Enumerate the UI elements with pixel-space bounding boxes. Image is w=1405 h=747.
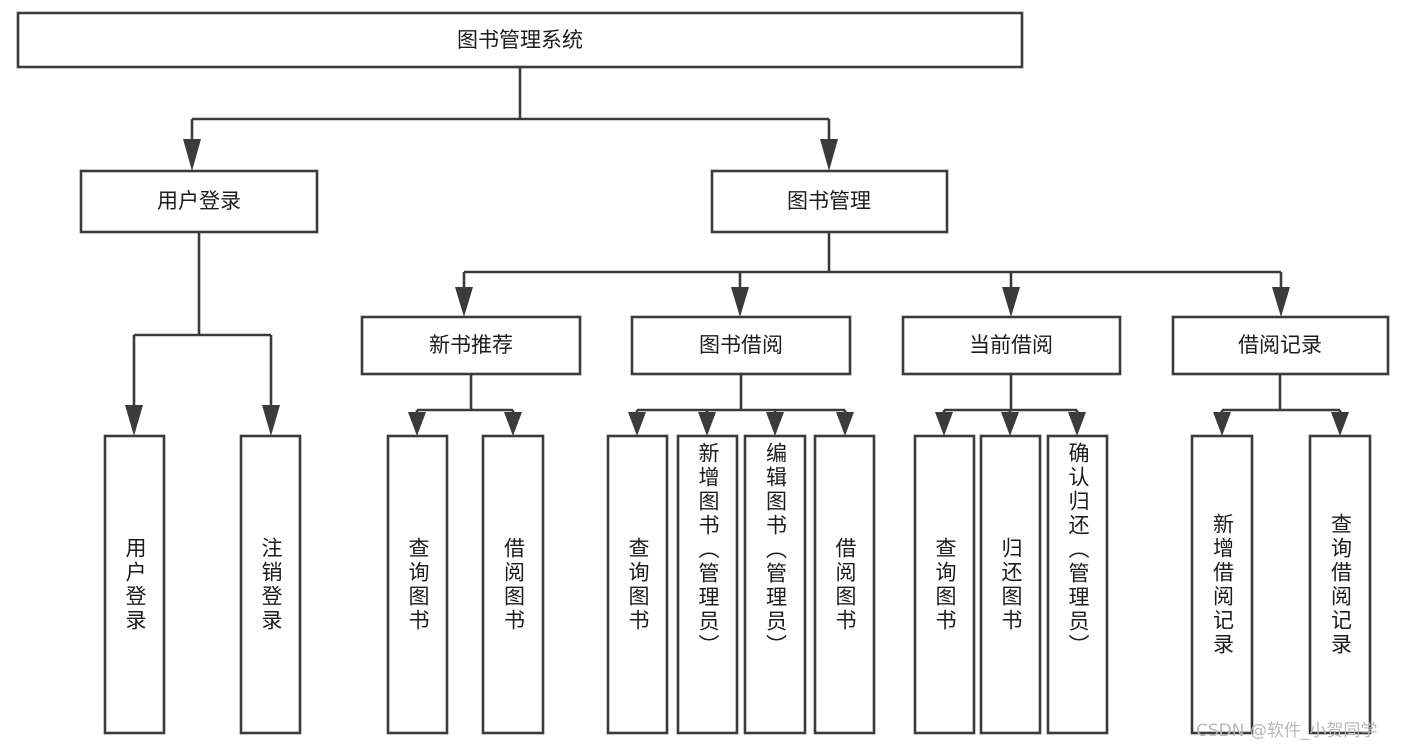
edge-book-borrow-trunk (635, 374, 847, 414)
connector-group-borrow-record (1213, 374, 1349, 436)
node-book-manage[interactable]: 图书管理 (710, 169, 949, 234)
edge-borrow-record-trunk (1220, 374, 1342, 414)
arrowhead-to-leaf-add-book (698, 412, 716, 436)
arrowhead-to-borrow-record (1272, 287, 1290, 317)
node-root[interactable]: 图书管理系统 (16, 11, 1024, 69)
arrowhead-to-leaf-query-book-1 (408, 412, 426, 436)
arrowhead-to-leaf-borrow-book-2 (836, 412, 854, 436)
arrowhead-to-user-login (183, 139, 201, 171)
connector-group-book-borrow (628, 374, 854, 436)
node-leaf-query-record-box[interactable] (1308, 434, 1372, 735)
connector-group-book-manage (455, 232, 1290, 317)
node-new-book-rec-box[interactable] (360, 315, 582, 376)
node-leaf-edit-book-box[interactable] (743, 434, 807, 735)
arrowhead-to-book-manage (820, 139, 838, 171)
arrowhead-to-leaf-query-record (1331, 412, 1349, 436)
arrowhead-to-leaf-logout (262, 405, 280, 436)
arrowhead-to-leaf-user-login (125, 405, 143, 436)
node-book-manage-box[interactable] (710, 169, 949, 234)
arrowhead-to-leaf-query-book-3 (935, 412, 953, 436)
node-borrow-record-label: 借阅记录 (1238, 333, 1322, 357)
node-root-label: 图书管理系统 (457, 28, 583, 52)
node-leaf-add-book-box[interactable] (676, 434, 739, 735)
edge-root-trunk (190, 67, 831, 140)
arrowhead-to-leaf-query-book-2 (628, 412, 646, 436)
leaf-node-boxes (103, 434, 1372, 735)
node-current-borrow-box[interactable] (901, 315, 1122, 376)
edge-current-borrow-trunk (942, 374, 1079, 414)
node-borrow-record-box[interactable] (1171, 315, 1390, 376)
node-leaf-return-book-box[interactable] (979, 434, 1042, 735)
arrowhead-to-current-borrow (1002, 287, 1020, 317)
node-current-borrow[interactable]: 当前借阅 (901, 315, 1122, 376)
arrowhead-to-leaf-edit-book (766, 412, 784, 436)
node-new-book-rec[interactable]: 新书推荐 (360, 315, 582, 376)
node-leaf-user-login-box[interactable] (103, 434, 166, 735)
connector-group-root (183, 67, 838, 171)
arrowhead-to-new-book-rec (455, 287, 473, 317)
node-book-borrow[interactable]: 图书借阅 (630, 315, 852, 376)
node-borrow-record[interactable]: 借阅记录 (1171, 315, 1390, 376)
csdn-watermark: CSDN @软件_小贺同学 (1196, 721, 1378, 741)
connector-group-current-borrow (935, 374, 1086, 436)
edge-new-book-rec-trunk (415, 374, 515, 414)
node-leaf-add-record-box[interactable] (1190, 434, 1254, 735)
arrowhead-to-leaf-confirm-return (1068, 412, 1086, 436)
arrowhead-to-leaf-borrow-book-1 (504, 412, 522, 436)
edge-user-login-trunk (132, 232, 273, 406)
connector-group-user-login (125, 232, 280, 436)
node-leaf-borrow-book-1-box[interactable] (481, 434, 545, 735)
node-root-box[interactable] (16, 11, 1024, 69)
connector-group-new-book-rec (408, 374, 522, 436)
arrowhead-to-leaf-return-book (1001, 412, 1019, 436)
edge-book-manage-trunk (462, 232, 1283, 288)
node-leaf-confirm-return-box[interactable] (1046, 434, 1109, 735)
node-book-borrow-box[interactable] (630, 315, 852, 376)
node-user-login-box[interactable] (79, 169, 319, 234)
node-current-borrow-label: 当前借阅 (969, 333, 1053, 357)
node-leaf-borrow-book-2-box[interactable] (813, 434, 876, 735)
node-user-login-label: 用户登录 (157, 189, 241, 213)
arrowhead-to-leaf-add-record (1213, 412, 1231, 436)
node-user-login[interactable]: 用户登录 (79, 169, 319, 234)
arrowhead-to-book-borrow (731, 287, 749, 317)
node-leaf-logout-box[interactable] (239, 434, 302, 735)
node-leaf-query-book-3-box[interactable] (913, 434, 976, 735)
node-leaf-query-book-1-box[interactable] (386, 434, 449, 735)
node-new-book-rec-label: 新书推荐 (429, 333, 513, 357)
node-book-borrow-label: 图书借阅 (699, 333, 783, 357)
node-book-manage-label: 图书管理 (787, 189, 871, 213)
node-leaf-query-book-2-box[interactable] (606, 434, 669, 735)
